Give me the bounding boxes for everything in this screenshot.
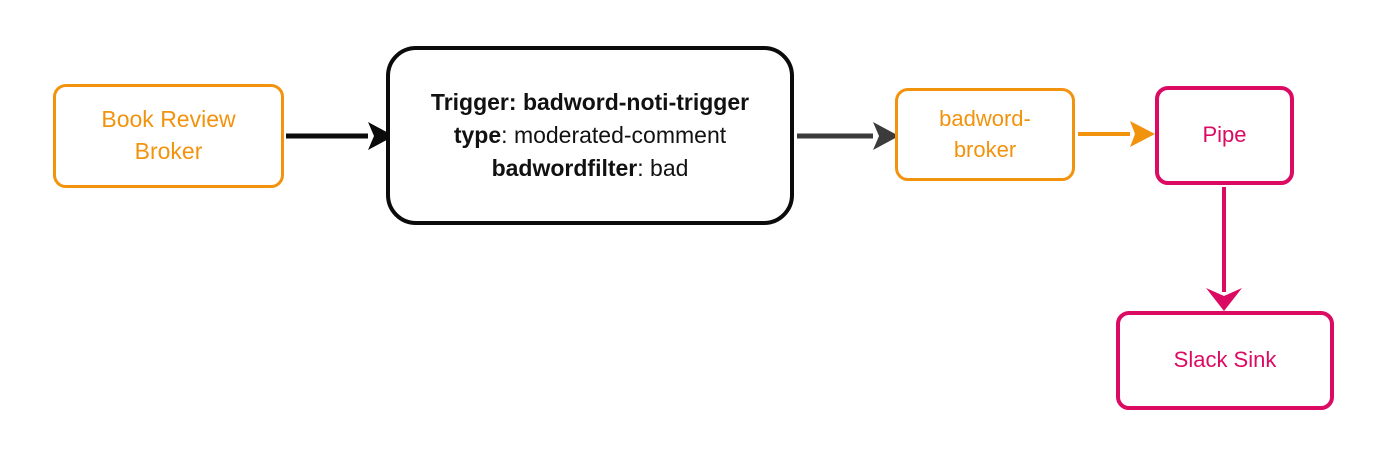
node-book-review-broker[interactable]: Book Review Broker xyxy=(53,84,284,188)
trigger-line-2-value: moderated-comment xyxy=(513,121,727,148)
node-book-review-broker-label: Book Review Broker xyxy=(101,104,235,167)
edge-pipe-to-slack-sink xyxy=(1206,187,1242,311)
label-line-2: Broker xyxy=(134,138,203,164)
label-line-1: Book Review xyxy=(101,106,236,133)
node-pipe-label: Pipe xyxy=(1202,122,1247,148)
trigger-line-1: Trigger: badword-noti-trigger xyxy=(431,89,749,115)
trigger-line-3: badwordfilter: bad xyxy=(491,155,689,182)
edge-broker-to-trigger xyxy=(286,122,394,150)
node-slack-sink[interactable]: Slack Sink xyxy=(1116,311,1334,410)
label-line-2: broker xyxy=(953,136,1017,162)
trigger-line-1-key: Trigger: xyxy=(430,88,517,115)
node-slack-sink-label: Slack Sink xyxy=(1173,347,1277,373)
node-badword-broker-label: badword- broker xyxy=(939,104,1031,165)
label-line-1: badword- xyxy=(939,106,1031,132)
node-trigger-label: Trigger: badword-noti-trigger type: mode… xyxy=(390,86,790,185)
node-pipe[interactable]: Pipe xyxy=(1155,86,1294,185)
edge-trigger-to-badword-broker xyxy=(797,122,899,150)
trigger-line-3-key: badwordfilter xyxy=(491,155,638,182)
trigger-line-2-key: type xyxy=(453,121,502,148)
edge-badword-broker-to-pipe xyxy=(1078,121,1155,147)
trigger-line-3-value: bad xyxy=(650,155,689,182)
node-badword-broker[interactable]: badword- broker xyxy=(895,88,1075,181)
trigger-line-1-value: badword-noti-trigger xyxy=(522,88,750,115)
node-trigger[interactable]: Trigger: badword-noti-trigger type: mode… xyxy=(386,46,794,225)
trigger-line-2: type: moderated-comment xyxy=(453,121,727,148)
